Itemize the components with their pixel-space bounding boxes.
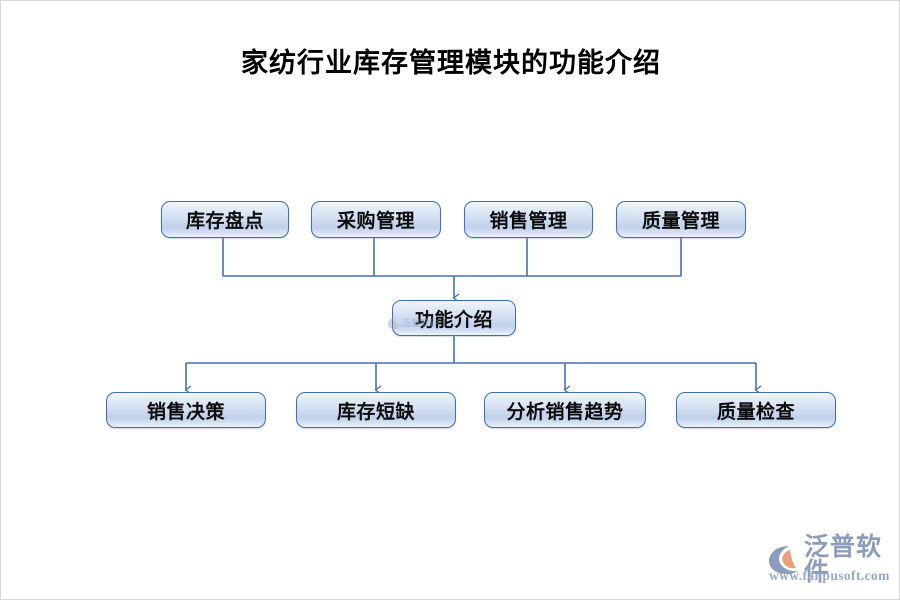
node-quality-check[interactable]: 质量检查 (676, 392, 836, 428)
fanpu-logo-mark-icon (387, 317, 399, 329)
node-inventory-count[interactable]: 库存盘点 (161, 201, 289, 238)
node-label: 库存盘点 (185, 211, 264, 232)
node-function-introduction[interactable]: 功能介绍 (392, 300, 516, 336)
brand-logo-row: 泛普软件 (767, 535, 895, 585)
node-purchase-management[interactable]: 采购管理 (311, 201, 441, 238)
node-sales-decision[interactable]: 销售决策 (106, 392, 266, 428)
page-title: 家纺行业库存管理模块的功能介绍 (241, 48, 661, 78)
node-label: 库存短缺 (336, 401, 415, 423)
node-stock-shortage[interactable]: 库存短缺 (296, 392, 456, 428)
node-analyze-sales-trend[interactable]: 分析销售趋势 (484, 392, 646, 428)
brand-wordmark: 泛普软件 (804, 533, 883, 586)
node-label: 采购管理 (336, 211, 415, 232)
brand-logo: 泛普软件 www.fanpusoft.com (767, 535, 895, 591)
brand-url: www.fanpusoft.com (769, 568, 890, 583)
watermark-ghost-text: 泛普软件 (402, 317, 439, 328)
watermark-ghost-logo: 泛普软件 (387, 314, 449, 332)
node-label: 分析销售趋势 (506, 401, 624, 423)
node-label: 销售决策 (146, 401, 225, 423)
node-label: 销售管理 (489, 211, 568, 232)
node-label: 功能介绍 (414, 309, 493, 331)
node-sales-management[interactable]: 销售管理 (464, 201, 593, 238)
node-label: 质量管理 (641, 211, 720, 232)
node-label: 质量检查 (716, 401, 795, 423)
node-quality-management[interactable]: 质量管理 (616, 201, 746, 238)
fanpu-logo-mark-icon (769, 546, 798, 574)
